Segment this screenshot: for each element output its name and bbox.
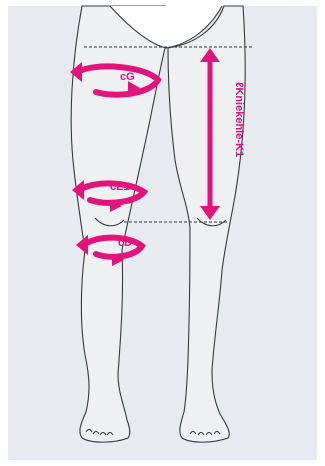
cD-label: cD: [118, 237, 132, 249]
cG-label: cG: [120, 71, 135, 83]
right-leg-outline: [168, 6, 245, 442]
length-label: ℓKniekehle-K1: [233, 82, 245, 157]
cE1-label: cE1: [110, 181, 130, 193]
